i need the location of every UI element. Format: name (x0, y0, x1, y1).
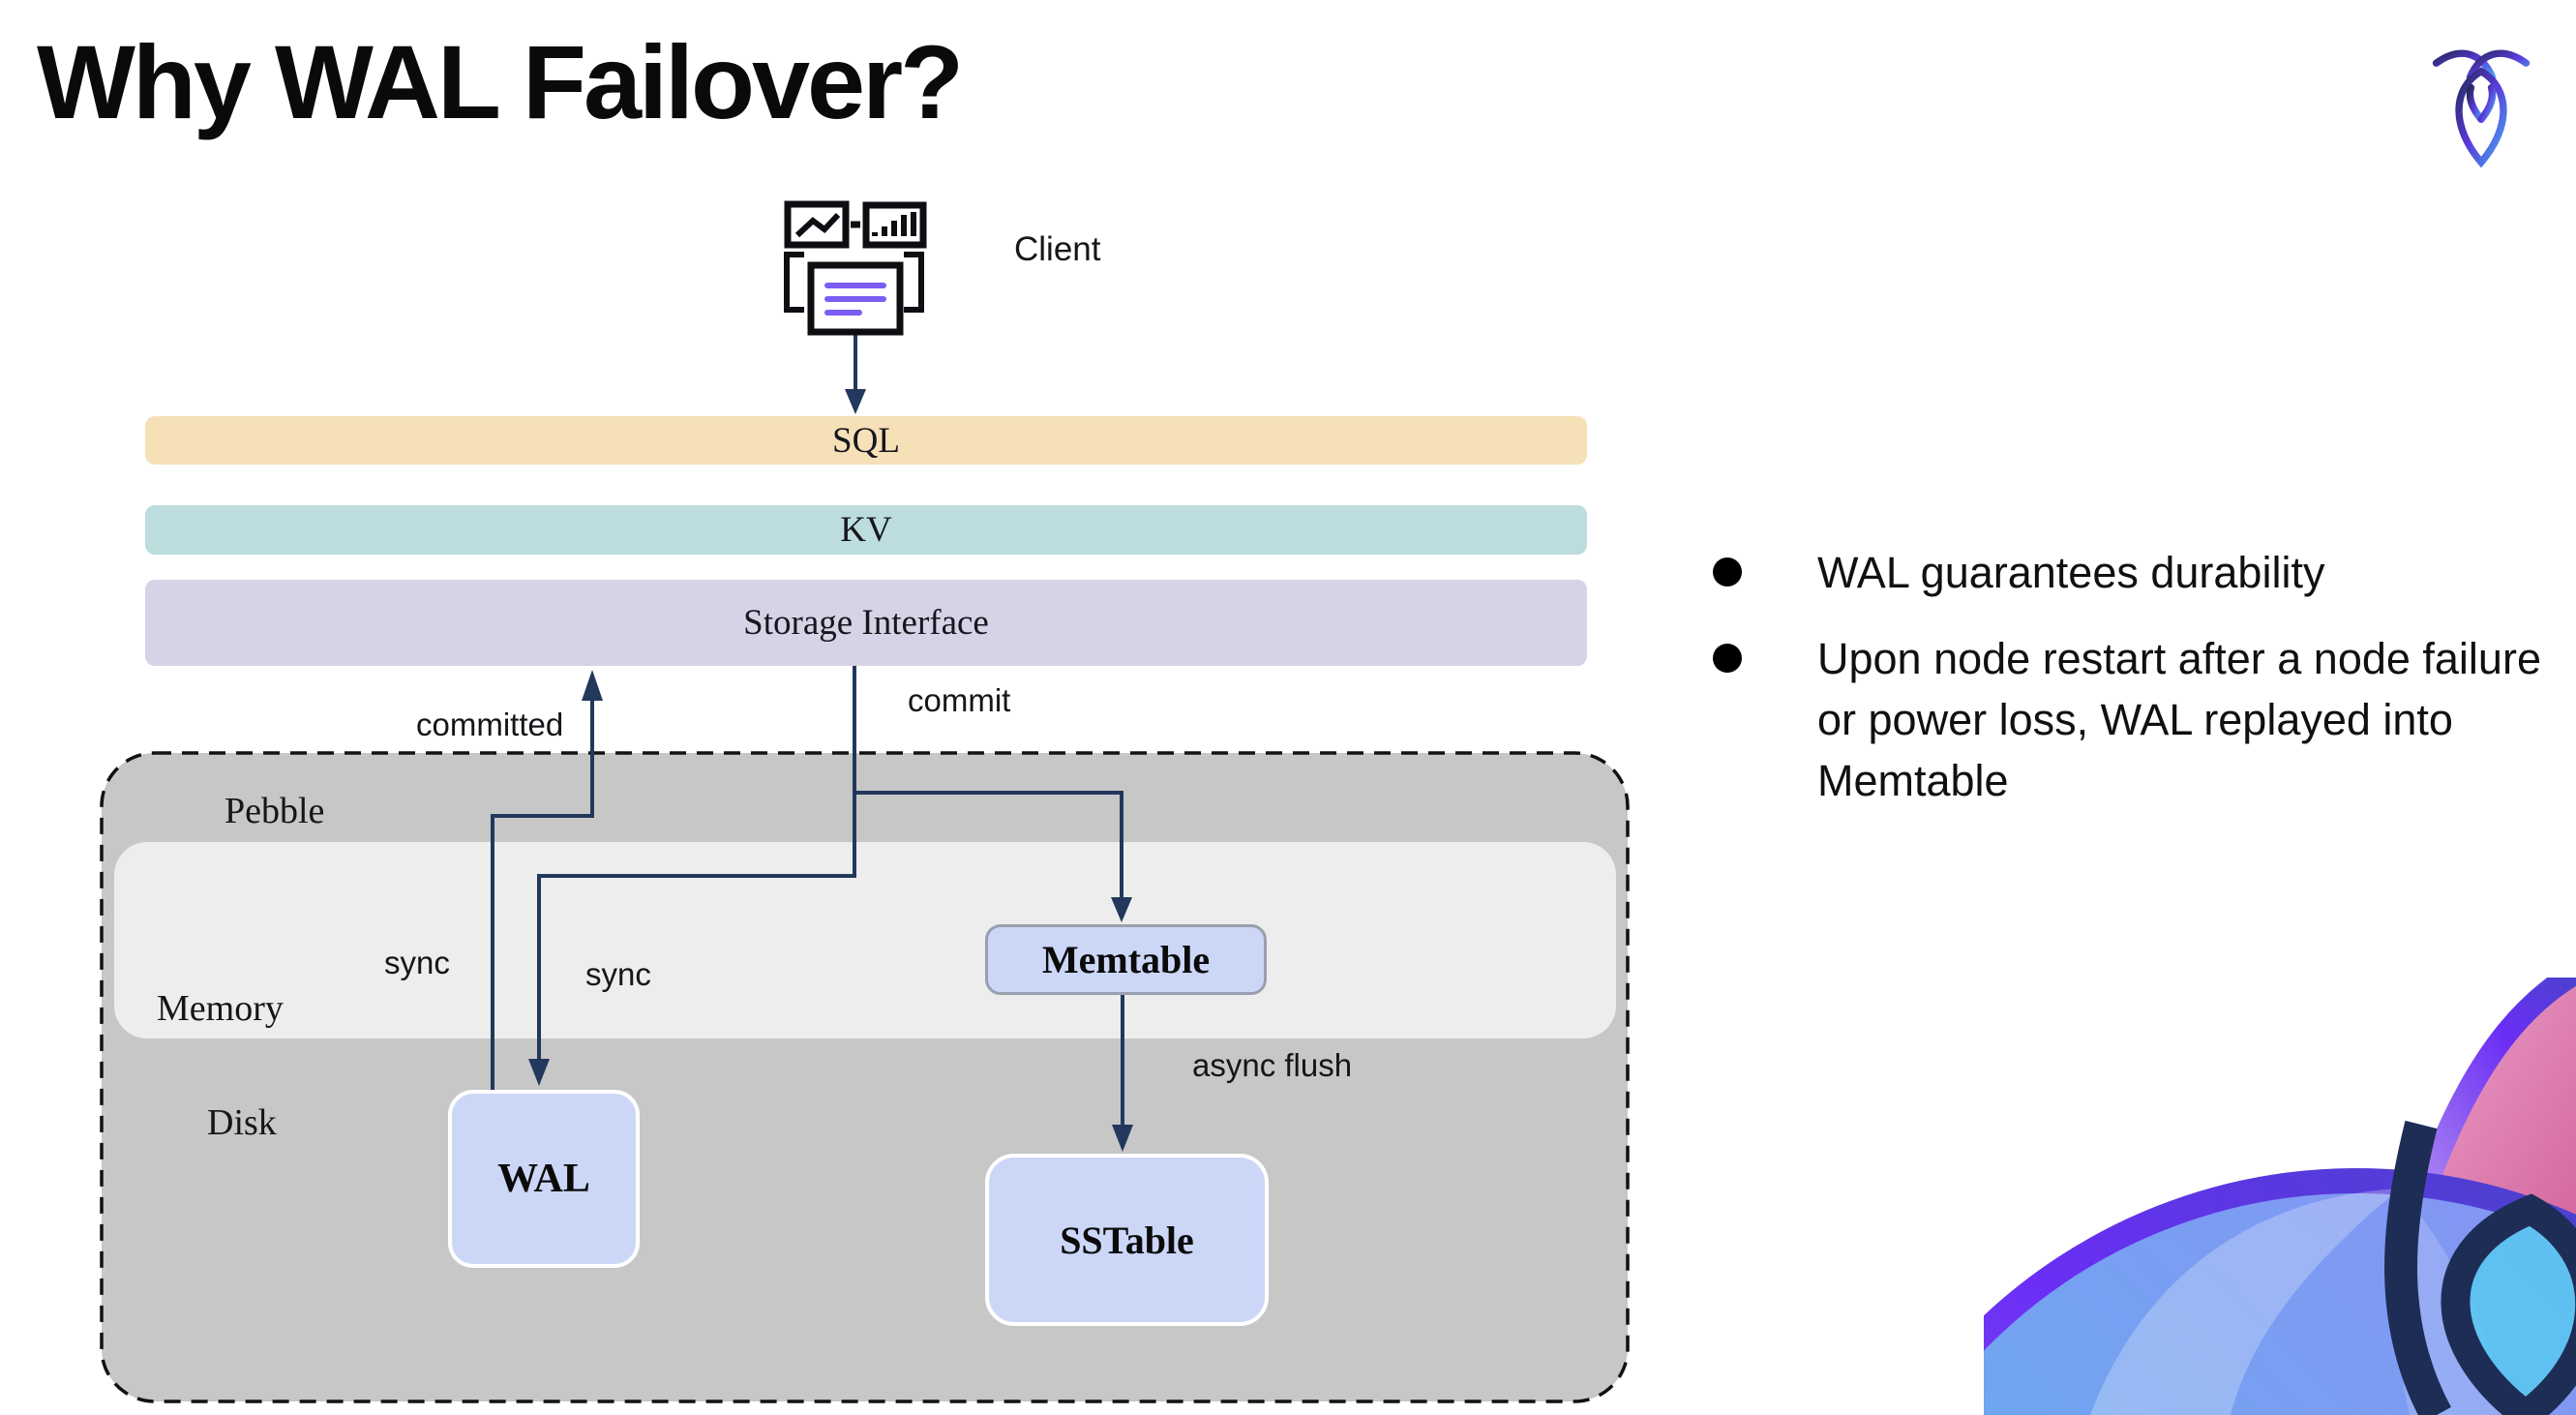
arrowhead-client-sql (845, 389, 866, 414)
sstable-node: SSTable (985, 1154, 1269, 1326)
memory-label: Memory (157, 988, 284, 1029)
bullet-icon (1713, 644, 1742, 673)
brand-art-stem (2384, 1120, 2452, 1415)
edge-label-committed: committed (416, 707, 564, 742)
brand-art (1984, 978, 2576, 1415)
brand-art-pink-rim (2408, 978, 2576, 1209)
edge-commit-memtable (854, 791, 1123, 897)
bullet-icon (1713, 557, 1742, 587)
layer-kv-label: KV (840, 510, 892, 550)
layer-storage-label: Storage Interface (743, 603, 989, 643)
edge-committed (491, 699, 594, 1090)
memtable-node: Memtable (985, 924, 1267, 995)
arrowhead-commit-memtable (1111, 897, 1132, 922)
client-label: Client (1014, 230, 1101, 268)
pebble-label: Pebble (225, 791, 325, 831)
edge-label-async-flush: async flush (1192, 1047, 1353, 1083)
arrowhead-async-flush (1112, 1125, 1133, 1152)
arrowhead-sync-wal (528, 1059, 550, 1086)
wal-node-label: WAL (497, 1157, 590, 1201)
bullet-text: Upon node restart after a node failure o… (1817, 634, 2541, 805)
brand-art-sphere-rim (1984, 1168, 2576, 1351)
edge-commit-sync-wal (537, 666, 856, 1059)
layer-storage-bar: Storage Interface (145, 580, 1587, 666)
edge-label-sync-left: sync (384, 945, 450, 980)
brand-art-petal (2090, 1189, 2400, 1415)
wal-node: WAL (448, 1090, 640, 1268)
layer-kv-bar: KV (145, 505, 1587, 555)
list-item: Upon node restart after a node failure o… (1713, 628, 2564, 811)
disk-label: Disk (207, 1102, 277, 1143)
layer-sql-label: SQL (832, 420, 900, 461)
bullet-text: WAL guarantees durability (1817, 548, 2325, 597)
brand-art-leaf-outline (2441, 1193, 2576, 1415)
sstable-node-label: SSTable (1060, 1218, 1194, 1262)
edge-label-sync-right: sync (585, 956, 651, 992)
arrowhead-committed (582, 670, 603, 701)
list-item: WAL guarantees durability (1713, 542, 2564, 603)
memory-band (114, 842, 1616, 1039)
memtable-node-label: Memtable (1041, 938, 1211, 981)
layer-sql-bar: SQL (145, 416, 1587, 465)
client-workstation-icon (784, 200, 927, 336)
edge-label-commit: commit (908, 682, 1011, 718)
page-title: Why WAL Failover? (37, 23, 964, 140)
cockroachdb-logo-icon (2432, 49, 2531, 168)
bullet-list: WAL guarantees durability Upon node rest… (1713, 542, 2564, 836)
